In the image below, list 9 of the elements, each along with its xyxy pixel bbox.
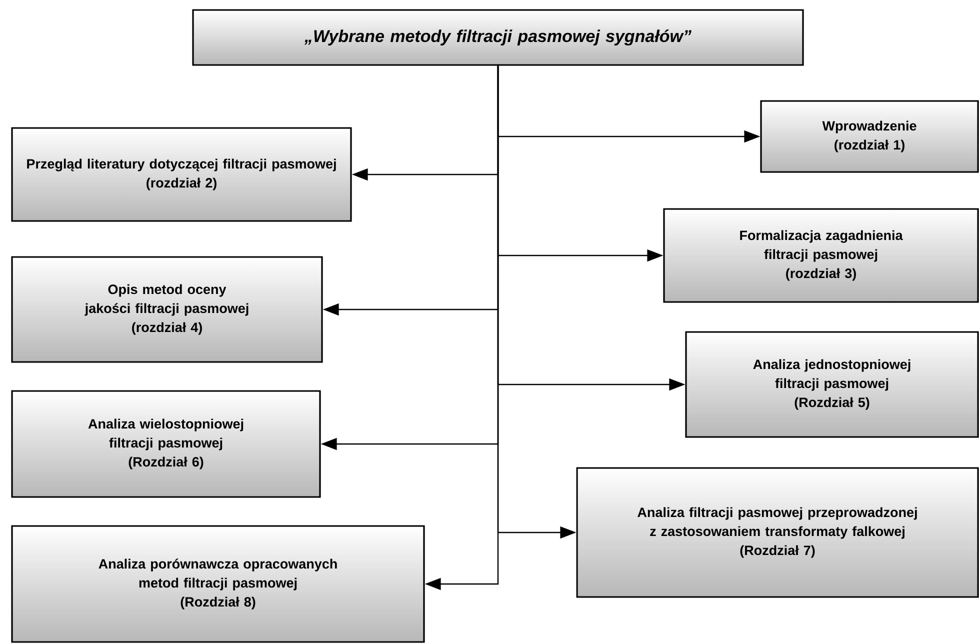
title-box: „Wybrane metody filtracji pasmowej sygnałów”	[192, 9, 804, 66]
chapter-box: Opis metod oceny jakości filtracji pasmowej (rozdział 4)	[11, 256, 323, 363]
chapter-box: Analiza filtracji pasmowej przeprowadzonej z zastosowaniem transformaty falkowej (Rozdział 7)	[576, 467, 979, 598]
chapter-box: Przegląd literatury dotyczącej filtracji pasmowej (rozdział 2)	[11, 127, 352, 222]
chapter-box: Analiza jednostopniowej filtracji pasmowej (Rozdział 5)	[685, 331, 979, 438]
chapter-box: Analiza wielostopniowej filtracji pasmowej (Rozdział 6)	[11, 390, 321, 498]
chapter-box: Formalizacja zagadnienia filtracji pasmowej (rozdział 3)	[663, 208, 979, 303]
chapter-box: Wprowadzenie (rozdział 1)	[760, 100, 979, 173]
chapter-box: Analiza porównawcza opracowanych metod filtracji pasmowej (Rozdział 8)	[11, 525, 425, 643]
